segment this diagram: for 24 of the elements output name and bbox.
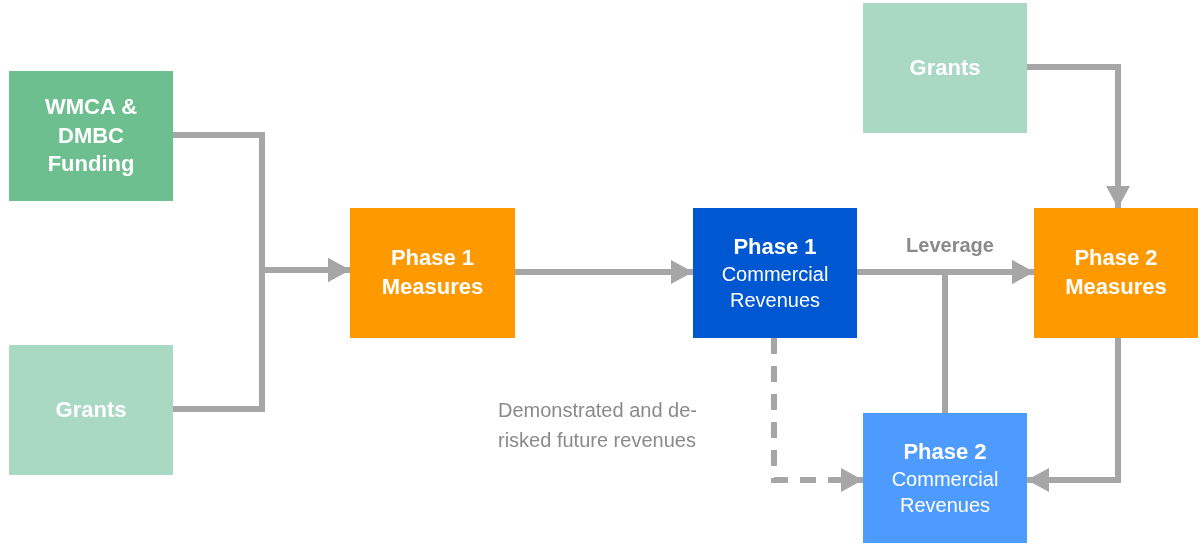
node-title: Phase 2 Measures xyxy=(1064,244,1168,301)
arrow xyxy=(1027,338,1121,492)
node-subtitle: Commercial Revenues xyxy=(890,467,1000,519)
arrow xyxy=(942,260,1034,413)
arrow xyxy=(1027,64,1130,208)
node-subtitle: Commercial Revenues xyxy=(720,262,830,314)
arrow xyxy=(515,260,693,284)
node-title: WMCA & DMBC Funding xyxy=(43,93,139,179)
edge-label: Demonstrated and de-risked future revenues xyxy=(498,398,698,453)
node-title: Grants xyxy=(909,53,981,82)
grants-box xyxy=(9,345,173,475)
arrow xyxy=(771,338,863,492)
edge-label: Leverage xyxy=(905,233,995,258)
grants-box xyxy=(863,3,1027,133)
arrow xyxy=(173,258,350,412)
node-title: Phase 1 Measures xyxy=(380,244,485,301)
funding-box xyxy=(9,71,173,201)
revenue-box xyxy=(863,413,1027,543)
phase-box xyxy=(350,208,515,338)
node-title: Grants xyxy=(55,395,127,424)
phase-box xyxy=(1034,208,1198,338)
node-title: Phase 2 xyxy=(903,437,987,466)
node-title: Phase 1 xyxy=(733,232,817,261)
revenue-box xyxy=(693,208,857,338)
